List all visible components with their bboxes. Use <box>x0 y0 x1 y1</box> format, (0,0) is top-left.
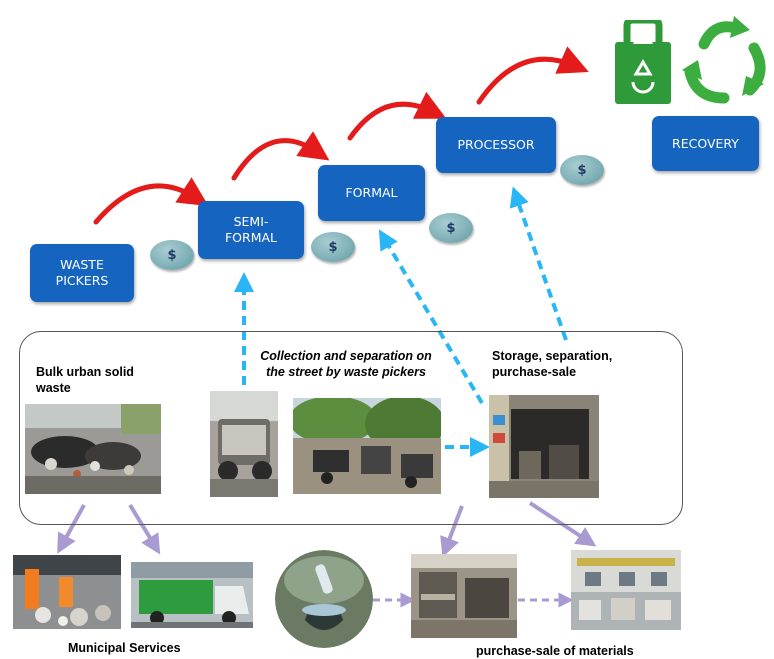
cart-picker-photo <box>210 391 278 497</box>
arrow-storage-to-processor <box>509 186 568 341</box>
collection-label: Collection and separation on the street … <box>260 349 432 379</box>
storage-shop-photo <box>489 395 599 498</box>
purchase-shop-photo <box>411 554 517 638</box>
semi-formal-box: SEMI- FORMAL <box>198 201 304 259</box>
warehouse-photo <box>571 550 681 630</box>
purchase-sale-label: purchase-sale of materials <box>476 644 634 658</box>
recycle-arrows-icon <box>682 16 766 104</box>
dollar-coin-icon: $ <box>429 213 473 243</box>
consumer-bottle-photo <box>275 550 373 648</box>
garbage-truck-photo <box>131 562 253 628</box>
formal-box: FORMAL <box>318 165 425 221</box>
storage-label: Storage, separation, purchase-sale <box>492 349 613 379</box>
dollar-coin-icon: $ <box>311 232 355 262</box>
recycling-bin-icon <box>615 20 671 104</box>
dollar-coin-icon: $ <box>560 155 604 185</box>
dollar-coin-icon: $ <box>150 240 194 270</box>
municipal-workers-photo <box>13 555 121 629</box>
bulk-waste-photo <box>25 404 161 494</box>
arrow-pickers-to-semiformal <box>93 177 209 225</box>
municipal-services-label: Municipal Services <box>68 641 181 655</box>
processor-box: PROCESSOR <box>436 117 556 173</box>
street-collection-photo <box>293 398 441 494</box>
arrow-processor-to-recovery <box>476 46 589 105</box>
recovery-box: RECOVERY <box>652 116 759 171</box>
waste-pickers-box: WASTE PICKERS <box>30 244 134 302</box>
bulk-waste-label: Bulk urban solid waste <box>36 365 134 395</box>
arrow-formal-to-processor <box>347 91 447 141</box>
collection-stage-frame <box>19 331 683 525</box>
arrow-semiformal-to-formal <box>231 131 330 181</box>
